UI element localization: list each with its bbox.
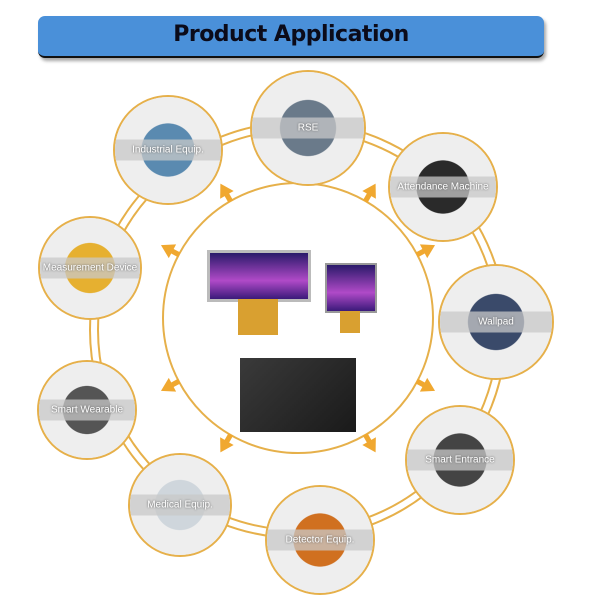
arrow-icon (415, 377, 436, 392)
application-wallpad: Wallpad (438, 264, 554, 380)
application-detector-equip: Detector Equip. (265, 485, 375, 595)
application-label: Wallpad (440, 311, 552, 333)
application-label: Medical Equip. (130, 494, 230, 516)
arrow-icon (220, 433, 234, 453)
application-label: Smart Wearable (39, 399, 135, 421)
landscape-display-fpc (238, 299, 278, 335)
application-smart-entrance: Smart Entrance (405, 405, 515, 515)
square-display-panel (325, 263, 377, 313)
application-industrial-equip: Industrial Equip. (113, 95, 223, 205)
arrow-icon (160, 377, 181, 392)
arrow-icon (220, 183, 234, 203)
application-attendance-machine: Attendance Machine (388, 132, 498, 242)
application-label: Measurement Device (40, 257, 140, 279)
application-smart-wearable: Smart Wearable (37, 360, 137, 460)
application-label: Industrial Equip. (115, 139, 221, 161)
landscape-display-panel (207, 250, 311, 302)
application-measurement-device: Measurement Device (38, 216, 142, 320)
black-display-panel (240, 358, 356, 432)
arrow-icon (362, 183, 376, 203)
application-label: Smart Entrance (407, 449, 513, 471)
application-label: Detector Equip. (267, 529, 373, 551)
square-display-fpc (340, 311, 360, 333)
page-title: Product Application (173, 22, 409, 47)
arrow-icon (415, 244, 436, 259)
title-banner: Product Application (38, 16, 544, 58)
arrow-icon (160, 244, 181, 259)
application-rse: RSE (250, 70, 366, 186)
application-label: RSE (252, 117, 364, 139)
arrow-icon (362, 433, 376, 453)
application-label: Attendance Machine (390, 176, 496, 198)
application-medical-equip: Medical Equip. (128, 453, 232, 557)
